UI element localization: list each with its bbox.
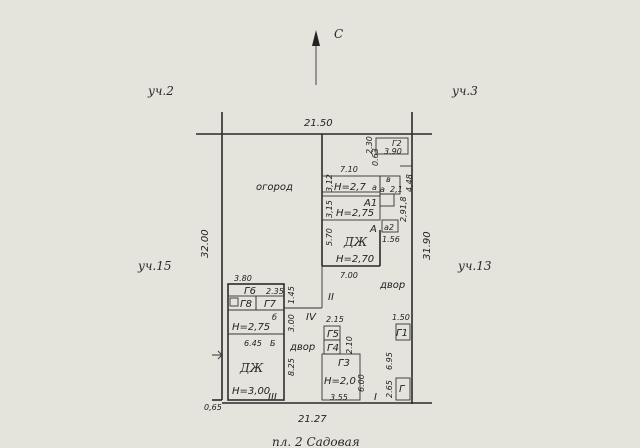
house-b-block	[227, 266, 323, 401]
annex-a-b: в	[386, 175, 391, 184]
outbuilding-g6: Г6	[244, 286, 256, 297]
dim-left: 32.00	[200, 229, 211, 258]
house-a-width: 7.00	[340, 271, 358, 280]
annex-g2-side: 0.63	[371, 148, 380, 166]
annex-a1-height: Н=2,75	[336, 208, 374, 219]
outbuilding-g3: Г3	[338, 358, 350, 369]
dim-600: 6.00	[357, 374, 366, 392]
dim-215: 2.15	[326, 315, 344, 324]
house-a-name: ДЖ	[343, 235, 368, 249]
house-b-depth: 8.25	[287, 358, 296, 376]
dim-145: 1.45	[287, 286, 296, 304]
house-a-block	[321, 134, 412, 267]
annex-a-ab: а	[380, 185, 385, 194]
dim-695: 6.95	[385, 352, 394, 370]
dim-448: 4,48	[405, 174, 414, 192]
annex-a-dim-top: 7.10	[340, 165, 358, 174]
outbuilding-g7-width: 2.35	[266, 287, 284, 296]
annex-a2-name: а2	[384, 223, 394, 232]
dim-right: 31.90	[422, 231, 433, 260]
annex-g2-height: 2.30	[365, 136, 374, 154]
entrance-arrow-icon	[212, 350, 223, 360]
annex-a1-dim: 3,15	[325, 200, 334, 218]
dim-265: 2.65	[385, 380, 394, 398]
dim-bottom: 21.27	[298, 414, 327, 425]
outbuilding-g1-width: 1.50	[392, 313, 410, 322]
house-b-height: Н=3,00	[232, 386, 270, 397]
street-caption: пл. 2 Садовая	[272, 435, 360, 448]
plot-boundary	[196, 112, 432, 404]
annex-a2-dim: 2,1	[390, 185, 403, 194]
sector-i: I	[374, 392, 377, 403]
north-arrow-icon	[312, 30, 320, 85]
house-a-d1: 1.56	[382, 235, 400, 244]
house-a-height: Н=2,70	[336, 254, 374, 265]
dim-top: 21.50	[304, 118, 333, 129]
annex-a1-name: А1	[363, 198, 377, 209]
neighbor-plot-15: уч.15	[137, 259, 172, 273]
house-b-width: 6.45	[244, 339, 262, 348]
annex-a-dim-side: 3,12	[325, 174, 334, 192]
yard-label-east: двор	[379, 280, 405, 291]
outbuilding-g7: Г7	[264, 299, 277, 310]
annex-a-height: Н=2,7	[334, 182, 366, 193]
outbuilding-g8: Г8	[240, 299, 252, 310]
dim-offset: 0,65	[204, 403, 222, 412]
sector-iii: III	[268, 392, 277, 403]
yard-label-west: двор	[289, 342, 315, 353]
middle-outbuildings	[321, 323, 411, 401]
sector-ii: II	[328, 292, 334, 303]
north-label: С	[334, 27, 343, 41]
outbuilding-g: Г	[399, 384, 406, 395]
neighbor-plot-13: уч.13	[457, 259, 492, 273]
outbuilding-g5: Г5	[327, 329, 339, 340]
outbuilding-g1: Г1	[396, 328, 408, 339]
house-a-letter: А	[369, 224, 377, 235]
annex-a-letter: а	[372, 183, 377, 192]
annex-b-height: Н=2,75	[232, 322, 270, 333]
house-b-letter: Б	[270, 339, 276, 348]
dim-300: 3.00	[287, 314, 296, 332]
sector-iv: IV	[306, 312, 317, 323]
garden-label: огород	[256, 182, 293, 193]
outbuilding-g4: Г4	[327, 343, 339, 354]
annex-g2-width: 3.90	[384, 147, 402, 156]
neighbor-plot-3: уч.3	[451, 84, 478, 98]
house-a-depth: 5.70	[325, 228, 334, 246]
outbuilding-g6-width: 3.80	[234, 274, 252, 283]
neighbor-plot-2: уч.2	[147, 84, 174, 98]
house-b-name: ДЖ	[239, 361, 264, 375]
outbuilding-g3-height: Н=2,0	[324, 376, 356, 387]
dim-355: 3.55	[330, 393, 348, 402]
annex-b-letter: б	[272, 313, 277, 322]
dim-2918: 2,91,8	[399, 197, 408, 222]
annex-g2-name: Г2	[392, 139, 402, 148]
dim-210: 2.10	[345, 336, 354, 354]
